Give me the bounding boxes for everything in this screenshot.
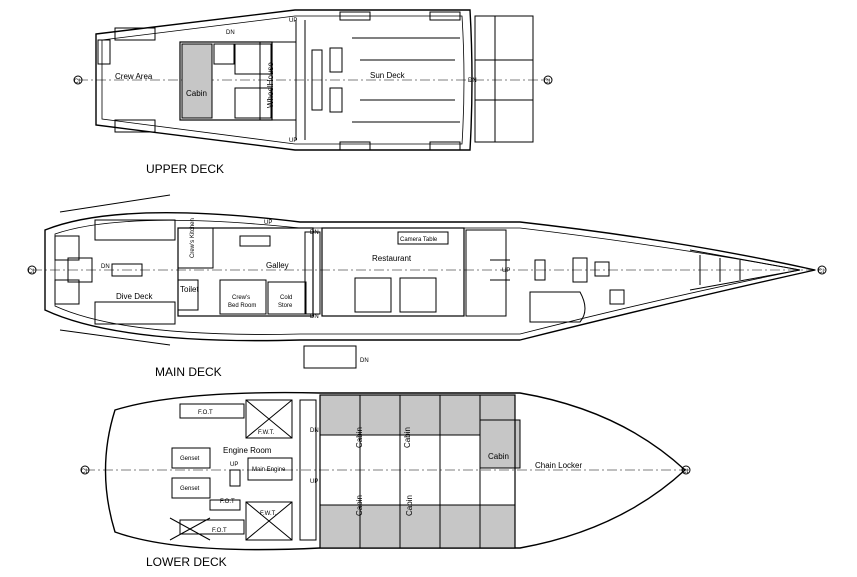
label-main-dn-4: DN <box>360 358 369 364</box>
label-sun-deck: Sun Deck <box>370 71 406 80</box>
label-galley: Galley <box>266 261 289 270</box>
label-lower-cabin-5: Cabin <box>488 452 509 461</box>
label-upper-dn: DN <box>226 30 235 36</box>
label-genset-2: Genset <box>180 486 200 492</box>
lower-deck-outline <box>80 391 691 551</box>
label-engine-room: Engine Room <box>223 446 272 455</box>
label-fwt-2: F.W.T. <box>260 511 277 517</box>
label-crews-bedroom-1: Crew's <box>232 295 250 301</box>
label-lower-cabin-4: Cabin <box>405 495 414 516</box>
centerline-marker-lower-fwd: CL <box>682 469 690 475</box>
label-lower-cabin-1: Cabin <box>355 427 364 448</box>
centerline-marker-lower-aft: CL <box>81 469 89 475</box>
label-crew-area: Crew Area <box>115 72 153 81</box>
centerline-marker-upper-aft: CL <box>74 79 82 85</box>
label-lower-cabin-3: Cabin <box>355 495 364 516</box>
label-main-dn-2: DN <box>310 230 319 236</box>
label-toilet: Toilet <box>180 285 199 294</box>
label-fwt-1: F.W.T. <box>258 430 275 436</box>
label-fot-1: F.O.T <box>198 410 213 416</box>
label-lower-dn-1: DN <box>310 428 319 434</box>
label-main-up-2: UP <box>502 268 510 274</box>
label-cold-store-2: Store <box>278 303 293 309</box>
label-main-dn: DN <box>101 264 110 270</box>
main-deck-outline <box>27 194 827 369</box>
upper-deck-outline <box>73 9 553 151</box>
label-cold-store-1: Cold <box>280 295 292 301</box>
label-upper-up-2: UP <box>289 138 297 144</box>
title-upper-deck: UPPER DECK <box>146 162 224 176</box>
label-dive-deck: Dive Deck <box>116 292 153 301</box>
label-crews-kitchen: Crew's Kitchen <box>190 218 196 258</box>
label-upper-cabin: Cabin <box>186 89 207 98</box>
label-lower-up-2: UP <box>310 479 318 485</box>
label-main-engine: Main Engine <box>252 467 286 473</box>
centerline-marker-main-fwd: CL <box>818 269 826 275</box>
label-lower-up: UP <box>230 462 238 468</box>
label-crews-bedroom-2: Bed Room <box>228 303 256 309</box>
label-wheelhouse: WheelHouse <box>266 62 275 108</box>
centerline-marker-upper-fwd: CL <box>544 79 552 85</box>
label-fot-3: F.O.T <box>212 528 227 534</box>
label-main-dn-3: DN <box>310 314 319 320</box>
label-lower-cabin-2: Cabin <box>403 427 412 448</box>
centerline-marker-main-aft: CL <box>28 269 36 275</box>
label-upper-dn-2: DN <box>468 78 477 84</box>
label-restaurant: Restaurant <box>372 254 412 263</box>
label-chain-locker: Chain Locker <box>535 461 582 470</box>
label-upper-up-1: UP <box>289 18 297 24</box>
title-lower-deck: LOWER DECK <box>146 555 227 569</box>
label-main-up: UP <box>264 220 272 226</box>
label-fot-2: F.O.T <box>220 499 235 505</box>
label-genset-1: Genset <box>180 456 200 462</box>
label-camera-table: Camera Table <box>400 237 438 243</box>
title-main-deck: MAIN DECK <box>155 365 222 379</box>
